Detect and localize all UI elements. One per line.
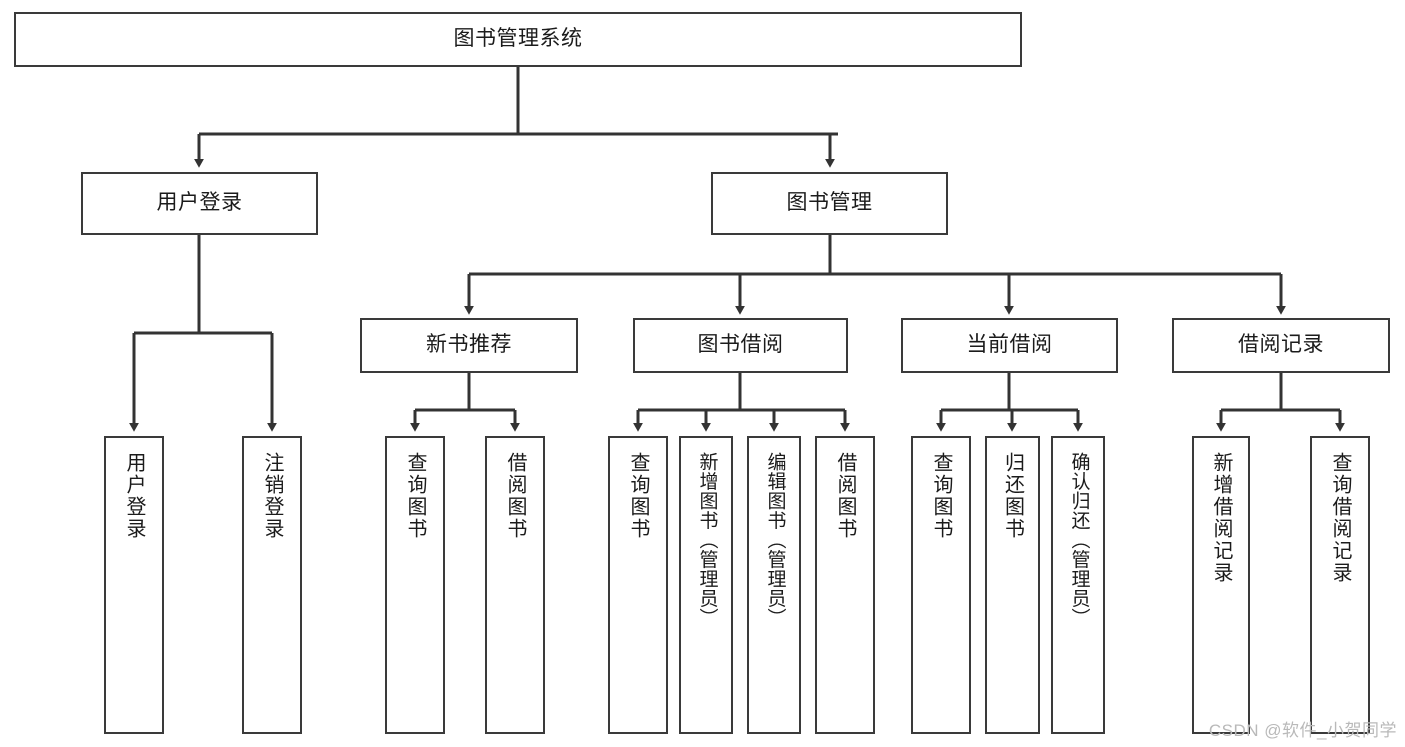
node-leaf-query-book-1[interactable]: 查询图书 bbox=[385, 436, 445, 734]
node-leaf-edit-book-label: 编辑图书（管理员） bbox=[764, 452, 786, 628]
node-leaf-borrow-book-2-label: 借阅图书 bbox=[834, 452, 856, 540]
node-book-borrow[interactable]: 图书借阅 bbox=[633, 318, 848, 373]
node-leaf-logout-label: 注销登录 bbox=[261, 452, 283, 540]
node-leaf-return-book[interactable]: 归还图书 bbox=[985, 436, 1040, 734]
node-leaf-query-book-3-label: 查询图书 bbox=[930, 452, 952, 540]
node-leaf-edit-book[interactable]: 编辑图书（管理员） bbox=[747, 436, 801, 734]
node-leaf-borrow-book-2[interactable]: 借阅图书 bbox=[815, 436, 875, 734]
node-leaf-borrow-book-1[interactable]: 借阅图书 bbox=[485, 436, 545, 734]
node-root[interactable]: 图书管理系统 bbox=[14, 12, 1022, 67]
node-leaf-add-record[interactable]: 新增借阅记录 bbox=[1192, 436, 1250, 734]
node-leaf-query-record-label: 查询借阅记录 bbox=[1329, 452, 1351, 584]
node-leaf-user-login[interactable]: 用户登录 bbox=[104, 436, 164, 734]
node-borrow-record[interactable]: 借阅记录 bbox=[1172, 318, 1390, 373]
node-user-login[interactable]: 用户登录 bbox=[81, 172, 318, 235]
node-root-label: 图书管理系统 bbox=[453, 27, 583, 51]
node-leaf-query-record[interactable]: 查询借阅记录 bbox=[1310, 436, 1370, 734]
node-leaf-confirm-return[interactable]: 确认归还（管理员） bbox=[1051, 436, 1105, 734]
node-book-management-label: 图书管理 bbox=[786, 191, 873, 215]
node-book-management[interactable]: 图书管理 bbox=[711, 172, 948, 235]
node-leaf-user-login-label: 用户登录 bbox=[123, 452, 145, 540]
node-current-borrow[interactable]: 当前借阅 bbox=[901, 318, 1118, 373]
node-leaf-borrow-book-1-label: 借阅图书 bbox=[504, 452, 526, 540]
node-leaf-add-book-label: 新增图书（管理员） bbox=[696, 452, 718, 628]
node-current-borrow-label: 当前借阅 bbox=[966, 333, 1053, 357]
node-book-borrow-label: 图书借阅 bbox=[697, 333, 784, 357]
node-leaf-confirm-return-label: 确认归还（管理员） bbox=[1068, 452, 1090, 628]
node-leaf-logout[interactable]: 注销登录 bbox=[242, 436, 302, 734]
node-leaf-query-book-2-label: 查询图书 bbox=[627, 452, 649, 540]
node-leaf-return-book-label: 归还图书 bbox=[1001, 452, 1024, 540]
node-user-login-label: 用户登录 bbox=[156, 191, 243, 215]
node-leaf-add-book[interactable]: 新增图书（管理员） bbox=[679, 436, 733, 734]
node-leaf-query-book-3[interactable]: 查询图书 bbox=[911, 436, 971, 734]
node-leaf-add-record-label: 新增借阅记录 bbox=[1210, 452, 1232, 584]
node-leaf-query-book-2[interactable]: 查询图书 bbox=[608, 436, 668, 734]
watermark-text: CSDN @软件_小贺同学 bbox=[1208, 721, 1397, 740]
node-borrow-record-label: 借阅记录 bbox=[1238, 333, 1324, 357]
node-new-book-recommend-label: 新书推荐 bbox=[426, 333, 512, 357]
node-leaf-query-book-1-label: 查询图书 bbox=[404, 452, 426, 540]
node-new-book-recommend[interactable]: 新书推荐 bbox=[360, 318, 578, 373]
